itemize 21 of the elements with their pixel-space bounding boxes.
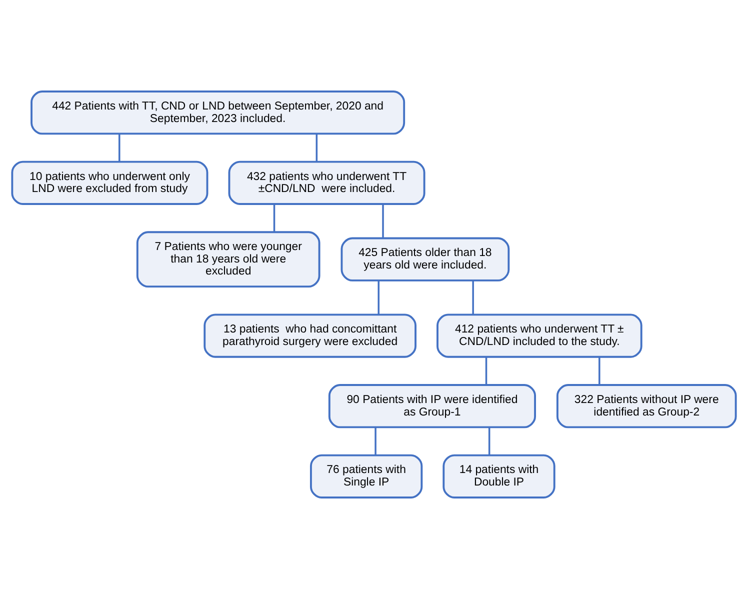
connector [316, 134, 318, 162]
node-box: 90 Patients with IP were identified as Group-1 [328, 384, 536, 428]
connector [598, 356, 600, 385]
connector [273, 204, 276, 232]
node-box: 412 patients who underwent TT ± CND/LND included to the study. [436, 314, 642, 358]
node-box: 13 patients who had concomittant parathyroid surgery were excluded [204, 314, 416, 358]
node-box: 432 patients who underwent TT ±CND/LND were included. [228, 160, 426, 205]
connector [472, 280, 474, 315]
node-box: 76 patients with Single IP [310, 454, 423, 498]
node-box: 322 Patients without IP were identified as Group-2 [556, 384, 737, 428]
connector [378, 280, 380, 315]
node-box: 425 Patients older than 18 years old were included. [340, 237, 510, 282]
node-box: 10 patients who underwent only LND were excluded from study [11, 160, 208, 205]
node-box: 7 Patients who were younger than 18 years old were excluded [136, 231, 320, 288]
connector [382, 204, 384, 238]
connector [118, 134, 120, 162]
connector [488, 427, 490, 456]
node-box: 442 Patients with TT, CND or LND between September, 2020 and September, 2023 included. [30, 90, 406, 135]
node-box: 14 patients with Double IP [442, 454, 556, 498]
connector [374, 427, 376, 456]
connector [485, 356, 488, 385]
